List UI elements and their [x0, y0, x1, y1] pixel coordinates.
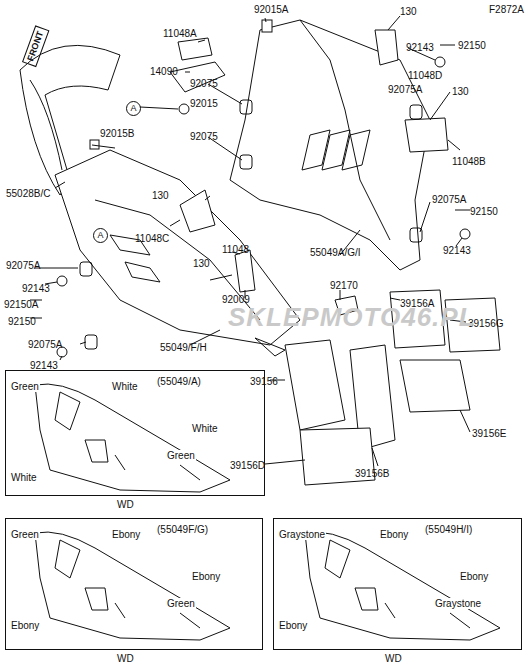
color-label: Ebony: [379, 529, 409, 540]
callout-number: 92015: [190, 98, 218, 109]
callout-number: 130: [152, 190, 169, 201]
callout-number: 92075A: [6, 260, 40, 271]
color-label: Ebony: [10, 620, 40, 631]
part-code: (55049F/G): [156, 524, 209, 535]
callout-number: 92143: [443, 245, 471, 256]
callout-number: 130: [452, 86, 469, 97]
callout-number: 130: [400, 6, 417, 17]
callout-number: 39156D: [230, 460, 265, 471]
callout-number: 92150: [8, 316, 36, 327]
callout-number: 92150: [458, 40, 486, 51]
color-label: Green: [166, 598, 196, 609]
callout-number: 39156: [250, 376, 278, 387]
callout-number: 92075: [190, 131, 218, 142]
callout-number: 92075A: [388, 84, 422, 95]
callout-number: 11048B: [452, 156, 486, 167]
callout-number: 92075A: [432, 194, 466, 205]
callout-number: 92170: [330, 280, 358, 291]
color-variant-panel: (55049/A)GreenWhiteWhiteGreenWhiteWD: [5, 370, 265, 496]
callout-number: 92143: [22, 283, 50, 294]
color-label: Green: [10, 529, 40, 540]
reference-mark: A: [93, 228, 108, 243]
callout-number: 14090: [150, 66, 178, 77]
color-label: White: [111, 381, 139, 392]
callout-number: 92015B: [100, 128, 134, 139]
reference-mark: A: [126, 101, 141, 116]
callout-number: 55049/F/H: [160, 342, 207, 353]
view-mark: WD: [384, 653, 403, 664]
color-label: Ebony: [278, 620, 308, 631]
callout-number: 11048: [222, 244, 249, 255]
color-label: Green: [166, 450, 196, 461]
color-variant-panel: (55049F/G)GreenEbonyEbonyGreenEbonyWD: [5, 518, 263, 650]
callout-number: 11048A: [163, 28, 197, 39]
watermark: SKLEPMOTO46.PL: [228, 312, 476, 323]
color-label: Graystone: [434, 598, 482, 609]
view-mark: WD: [116, 653, 135, 664]
callout-number: 92009: [222, 294, 250, 305]
callout-number: 39156A: [400, 298, 434, 309]
callout-number: 11048C: [135, 233, 169, 244]
part-code: (55049/A): [156, 376, 202, 387]
color-label: White: [191, 423, 219, 434]
callout-number: 39156E: [472, 428, 506, 439]
color-label: Ebony: [111, 529, 141, 540]
color-label: Graystone: [278, 529, 326, 540]
color-label: Ebony: [459, 571, 489, 582]
callout-number: 92075A: [28, 339, 62, 350]
view-mark: WD: [116, 499, 135, 510]
callout-number: 39156B: [355, 468, 389, 479]
color-label: Ebony: [191, 571, 221, 582]
callout-number: 92143: [406, 42, 434, 53]
callout-number: 92150A: [4, 299, 38, 310]
callout-number: 55049A/G/I: [310, 247, 361, 258]
color-label: White: [10, 472, 38, 483]
callout-number: 55028B/C: [6, 188, 50, 199]
color-label: Green: [10, 381, 40, 392]
callout-number: 92075: [190, 78, 218, 89]
callout-number: F2872A: [489, 4, 524, 15]
callout-number: 92150: [470, 206, 498, 217]
callout-number: 92015A: [254, 4, 288, 15]
color-variant-panel: (55049H/I)GraystoneEbonyEbonyGraystoneEb…: [273, 518, 522, 650]
part-code: (55049H/I): [424, 524, 473, 535]
callout-number: 11048D: [408, 70, 442, 81]
callout-number: 130: [193, 258, 210, 269]
